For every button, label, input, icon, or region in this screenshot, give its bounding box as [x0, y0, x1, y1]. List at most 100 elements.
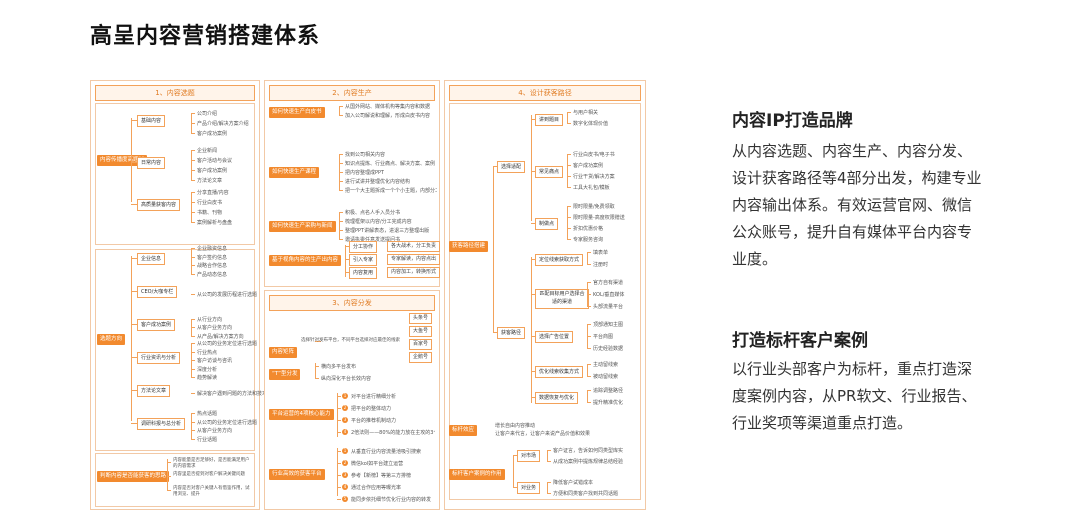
panel-content-topic: 1、内容选题 内容传播度高题材基础内容公司介绍产品介绍/解决方案介绍客户成功案例…: [90, 80, 267, 510]
number-badge: 2: [342, 405, 348, 411]
connector-line: [567, 206, 571, 207]
connector-line: [567, 239, 571, 240]
leaf-text: 与用户相关: [573, 110, 599, 116]
leaf-text: 专家服务咨询: [573, 237, 604, 243]
connector-line: [547, 450, 548, 461]
connector-line: [345, 245, 346, 277]
leaf-text: 微信kol如平台建立运营: [351, 461, 404, 467]
page-title: 高呈内容营销搭建体系: [90, 24, 321, 49]
branch-node: 获客路径: [497, 327, 526, 339]
leaf-text: 从客户业务方向: [197, 428, 233, 435]
leaf-text: 从垂直行业内容流量池吸引搜索: [351, 449, 422, 455]
connector-line: [337, 408, 341, 409]
panel-header: 4、设计获客路径: [449, 85, 641, 101]
connector-line: [337, 487, 341, 488]
method-tag: 内容复用: [349, 267, 378, 279]
connector-line: [337, 451, 341, 452]
leaf-text: 从公司的业务定位进行选题: [197, 419, 258, 426]
leaf-text: 战略合作信息: [197, 263, 228, 270]
connector-line: [167, 490, 171, 491]
topic-node: CEO/大咖专栏: [137, 286, 178, 298]
connector-line: [567, 176, 571, 177]
connector-line: [339, 172, 343, 173]
connector-line: [531, 397, 535, 398]
connector-line: [191, 377, 195, 378]
leaf-text: 降低客户试错成本: [553, 480, 594, 486]
section-heading-brand: 内容IP打造品牌: [732, 111, 853, 131]
leaf-text: 增长自由内容推动: [495, 423, 536, 429]
leaf-text: 平台商图: [593, 334, 614, 340]
connector-line: [337, 432, 341, 433]
connector-line: [587, 264, 591, 265]
leaf-text: 知识点提炼、行业痛点、解决方案、案例: [345, 161, 436, 167]
leaf-text: 从公司的业务定位进行选题: [197, 341, 258, 347]
leaf-text: 让客户来代言，让客户来说产品价值和效果: [495, 431, 591, 437]
topic-node: 常见痛点: [535, 166, 564, 178]
connector-line: [587, 376, 591, 377]
leaf-text: 官方自有渠道: [593, 280, 624, 286]
leaf-text: 客户签约信息: [197, 254, 228, 261]
connector-line: [191, 438, 195, 440]
connector-line: [513, 455, 517, 456]
connector-line: [191, 351, 195, 353]
connector-line: [587, 252, 588, 264]
connector-line: [191, 248, 195, 250]
leaf-text: 趋势解读: [197, 375, 218, 381]
root-node: 获客路径搭建: [449, 241, 489, 252]
method-desc: 各大战术，分工负责: [387, 241, 441, 252]
connector-line: [191, 430, 195, 432]
connector-line: [131, 118, 132, 202]
leaf-text: 客户活动与会议: [197, 158, 233, 164]
connector-line: [531, 223, 535, 224]
connector-line: [337, 393, 338, 437]
section-text-brand: 从内容选题、内容生产、内容分发、设计获客路径等4部分出发，构建专业内容输出体系。…: [732, 142, 982, 268]
connector-line: [191, 327, 195, 328]
leaf-text: 头部流量平台: [593, 304, 624, 310]
topic-node: 客户成功案例: [137, 319, 176, 331]
connector-line: [547, 450, 551, 451]
leaf-text: 客户成功案例: [573, 163, 604, 169]
connector-line: [337, 499, 341, 500]
leaf-text: 工具大礼包/模板: [573, 185, 610, 191]
connector-line: [191, 265, 195, 267]
leaf-text: 顶部通知主图: [593, 322, 624, 328]
connector-line: [191, 192, 195, 193]
production-node: 基于视角内容的生产出内容: [269, 255, 342, 266]
leaf-text: 平台的推荐机制动力: [351, 418, 397, 424]
connector-line: [513, 455, 514, 487]
connector-line: [337, 463, 341, 464]
leaf-text: 把内容整理成PPT: [345, 170, 385, 176]
connector-line: [191, 150, 195, 151]
leaf-text: 折扣优惠价格: [573, 226, 604, 232]
connector-line: [167, 462, 171, 463]
number-badge: 4: [342, 484, 348, 490]
connector-line: [191, 413, 192, 439]
effect-node: 标杆效应: [449, 425, 478, 436]
connector-line: [567, 206, 568, 239]
connector-line: [191, 393, 195, 394]
topic-node: 基础内容: [137, 115, 166, 127]
connector-line: [587, 364, 591, 365]
topic-node: 企业信息: [137, 253, 166, 265]
leaf-text: 进行试讲并整理优化内容结构: [345, 179, 411, 185]
topic-node: 讲到题目: [535, 114, 564, 126]
method-desc: 内容加工，转换形式: [387, 267, 441, 278]
connector-line: [587, 306, 591, 307]
connector-line: [531, 294, 535, 295]
connector-line: [547, 461, 551, 462]
connector-line: [567, 165, 571, 166]
connector-line: [493, 332, 497, 333]
connector-line: [191, 123, 195, 124]
panel-header: 3、内容分发: [269, 295, 435, 311]
connector-line: [191, 248, 192, 274]
panel-content-production: 2、内容生产 如何快速生产白皮书从国外网站、媒体机构等集内容和数据加入公司解说和…: [264, 80, 441, 287]
leaf-text: 被动留线索: [593, 374, 619, 380]
connector-line: [587, 364, 588, 376]
connector-line: [567, 217, 571, 218]
topic-node: 日常内容: [137, 157, 166, 169]
case-node: 标杆客户案例的作用: [449, 469, 505, 480]
connector-line: [531, 119, 535, 120]
connector-line: [191, 335, 195, 337]
leaf-text: 产品动态信息: [197, 271, 228, 278]
connector-line: [337, 448, 338, 496]
